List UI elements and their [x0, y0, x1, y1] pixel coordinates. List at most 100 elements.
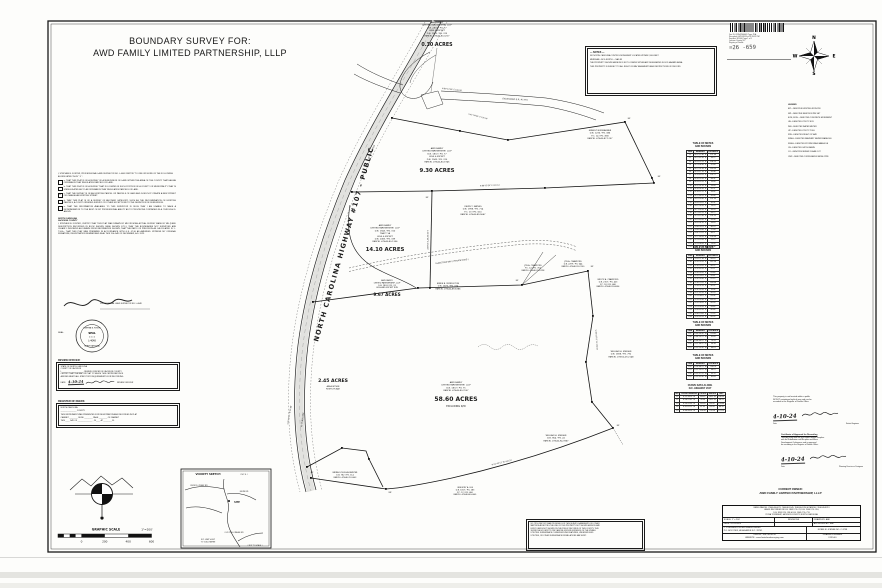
acreage-label: 9.30 ACRES — [419, 168, 454, 174]
column-header: BEARING — [692, 328, 709, 334]
pin-label: EIP — [516, 280, 519, 282]
acreage-label: 14.10 ACRES — [366, 247, 405, 253]
date-label: Date — [773, 423, 777, 426]
table-title-2: AND BOUNDS — [694, 356, 712, 360]
graphic-scale-bar — [57, 533, 152, 538]
text-line: CB—DENOTES CATCH BASIN — [788, 147, 815, 150]
acreage-label: 9.67 ACRES — [373, 292, 400, 297]
pin-label: EIP — [591, 266, 594, 268]
road-label: EVUM ROAD S.R. #1779 — [502, 97, 528, 101]
checkbox — [58, 199, 63, 205]
drawn-by: DRAWN BY: ABF — [813, 518, 830, 521]
table-title: CURVE DATA ALONG — [687, 384, 713, 387]
ncdot-text: This property is not located within a pu… — [773, 396, 859, 404]
text-line: UTILITIES, OR OTHER SUBSURFACE INSTALLAT… — [530, 534, 587, 537]
approval-signature — [810, 454, 847, 459]
license-number: NCBELS LICENSE NO. C-3798 — [817, 528, 848, 531]
cert-item: e. THAT THE INFORMATION AVAILABLE TO THI… — [58, 206, 176, 214]
creek-line — [477, 344, 539, 350]
column-header: RADIUS — [706, 391, 718, 397]
text-line: UTILITIES. SUBSURFACE / UNDERGROUND FEAT… — [530, 532, 594, 535]
scale-value: SCALE: 1" = 200' — [723, 518, 775, 522]
text-line: NO NORTH CAROLINA CONTROL MONUMENT LOCAT… — [590, 54, 659, 57]
cert-item: c. THAT THE SURVEY IS OF AN EXISTING PAR… — [58, 193, 176, 198]
map-label: EXCLUDING R/W — [446, 405, 466, 408]
drawing-number-label: DRAWING NUMBER — [822, 534, 843, 537]
text-line: NORTH CAROLINA — [60, 406, 78, 409]
graphic-scale-ratio: 1"=200' — [141, 528, 153, 532]
column-header: DISTANCE — [707, 328, 720, 334]
map-label: ( N.T.S. ) — [240, 474, 248, 476]
approval-text: I hereby certify that the plat shown her… — [781, 437, 863, 447]
checkbox — [58, 206, 63, 212]
bearing-label: S 41°34'45" E 195.16' — [468, 114, 488, 121]
text-line: THIS INSTRUMENT WAS PRESENTED FOR REGIST… — [60, 413, 137, 416]
text-line: LANDS RECORDED IN D.B. 1803 / PG. 74, D.… — [764, 509, 819, 512]
notes-box: — NOTES — NO NORTH CAROLINA CONTROL MONU… — [585, 46, 717, 96]
title-block-row-firm: L. STEPHEN FOSTER & ASSOCIATES P.O. BOX … — [723, 525, 860, 533]
compass-w: W — [793, 54, 798, 60]
ncdot-signer-label: District Engineer — [845, 423, 859, 426]
pin-label: EIP — [426, 197, 429, 199]
text-line: Fee Amt: $21.00 Page 1 of 1 — [729, 37, 752, 40]
checkbox — [58, 180, 63, 185]
map-label: SITE — [234, 501, 240, 504]
table-title: TABLE OF METES — [692, 142, 714, 145]
book-page-stamp: =26 -659 — [728, 44, 757, 52]
current-owner-label: CURRENT OWNER: — [778, 488, 803, 491]
checked-checkbox — [58, 193, 63, 198]
title-block-row-contact: OFFICE : 828-743-4154 WEBSITE : www.fost… — [723, 532, 860, 540]
map-label: 60' PUBLIC R/W — [301, 412, 305, 427]
text-line: NO TITLE REPORT WAS PROVIDED FOR THIS SU… — [530, 523, 600, 526]
table-title: TABLE OF METES — [692, 246, 714, 249]
text-line: Doc ID: 013547000001 Type: PLA — [729, 33, 757, 36]
column-header: DISTANCE — [706, 149, 720, 155]
pin-label: EIP — [311, 472, 314, 474]
column-header: BEARING — [692, 253, 708, 259]
survey-note-text: NO TITLE REPORT WAS PROVIDED FOR THIS SU… — [531, 523, 641, 537]
pin-label: EIP — [658, 176, 661, 178]
text-line: Jackson County, NC — [729, 40, 746, 43]
text-line: UP—DENOTES UTILITY POLE — [788, 129, 815, 132]
surveyor-signature-caption: PROFESSIONAL LAND SURVEYOR NO. L-4048 — [100, 303, 142, 305]
bearing-label: S 04°23'18" W 310.55' — [594, 330, 597, 351]
text-line: _______________ COUNTY — [60, 410, 85, 413]
ncdot-signature — [802, 411, 839, 416]
